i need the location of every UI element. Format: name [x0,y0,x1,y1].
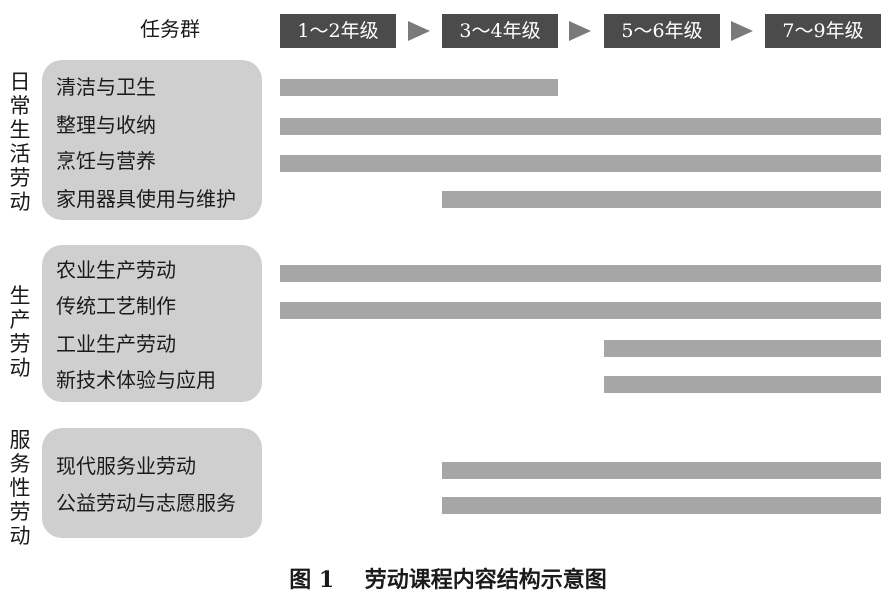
task-label: 烹饪与营养 [56,149,156,173]
task-group-header: 任务群 [140,17,200,41]
task-label: 公益劳动与志愿服务 [56,491,236,515]
group-title-production: 生产劳动 [9,284,31,380]
grade-range-bar [604,340,881,357]
grade-range-bar [280,302,881,319]
task-label: 传统工艺制作 [56,294,176,318]
grade-range-bar [280,79,558,96]
task-label: 现代服务业劳动 [56,454,196,478]
group-box-production [42,245,262,402]
grade-range-bar [442,191,881,208]
grade-label-1-2: 1～2年级 [280,14,396,48]
task-label: 农业生产劳动 [56,258,176,282]
group-title-daily-life: 日常生活劳动 [9,70,31,214]
task-label: 整理与收纳 [56,113,156,137]
group-box-service [42,428,262,538]
grade-range-bar [280,265,881,282]
arrow-icon [408,21,430,41]
figure-caption: 图 1 劳动课程内容结构示意图 [0,562,896,598]
grade-range-bar [442,462,881,479]
grade-label-7-9: 7～9年级 [765,14,881,48]
arrow-icon [731,21,753,41]
grade-label-3-4: 3～4年级 [442,14,558,48]
figure-number: 图 1 [289,567,335,593]
grade-range-bar [442,497,881,514]
group-title-service: 服务性劳动 [9,428,31,548]
task-label: 新技术体验与应用 [56,368,216,392]
grade-range-bar [280,155,881,172]
task-label: 清洁与卫生 [56,75,156,99]
grade-range-bar [280,118,881,135]
group-box-daily-life [42,60,262,220]
task-label: 工业生产劳动 [56,332,176,356]
arrow-icon [569,21,591,41]
task-label: 家用器具使用与维护 [56,187,236,211]
figure-title: 劳动课程内容结构示意图 [364,567,607,593]
grade-label-5-6: 5～6年级 [604,14,720,48]
grade-range-bar [604,376,881,393]
